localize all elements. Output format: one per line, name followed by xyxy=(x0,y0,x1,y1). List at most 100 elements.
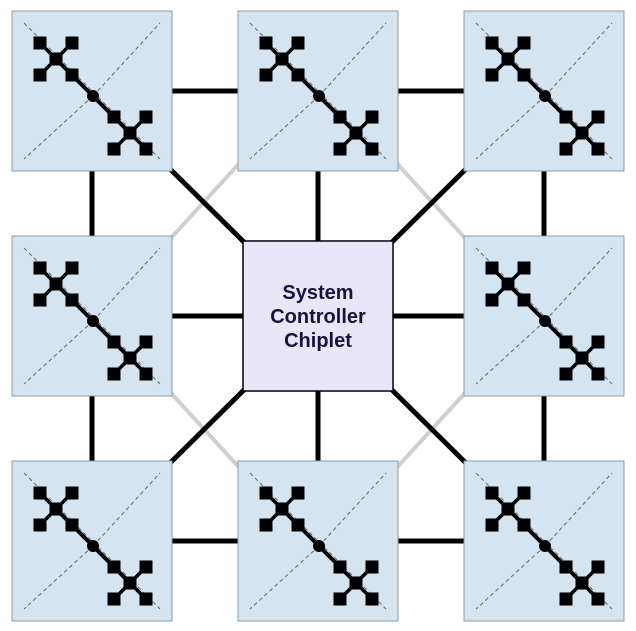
router-node xyxy=(559,367,573,381)
hub-node xyxy=(87,315,99,327)
hub-node xyxy=(87,90,99,102)
router-node xyxy=(123,126,137,140)
router-node xyxy=(485,293,499,307)
controller-label-line: Chiplet xyxy=(284,330,352,352)
router-node xyxy=(501,277,515,291)
internal-dashed-link xyxy=(318,22,387,97)
router-node xyxy=(591,367,605,381)
internal-dashed-link xyxy=(475,95,546,160)
hub-node xyxy=(313,540,325,552)
router-node xyxy=(65,68,79,82)
router-node xyxy=(365,560,379,574)
router-node xyxy=(333,142,347,156)
router-cluster-icon xyxy=(485,36,531,82)
internal-dashed-link xyxy=(475,320,546,385)
router-node xyxy=(259,68,273,82)
internal-dashed-link xyxy=(249,545,320,610)
hub-node xyxy=(313,90,325,102)
router-cluster-icon xyxy=(33,36,79,82)
hub-node xyxy=(539,540,551,552)
router-cluster-icon xyxy=(333,110,379,156)
router-cluster-icon xyxy=(485,486,531,532)
chiplet-top-right xyxy=(463,10,625,172)
router-node xyxy=(365,142,379,156)
router-node xyxy=(49,277,63,291)
router-node xyxy=(33,518,47,532)
router-node xyxy=(575,351,589,365)
router-node xyxy=(33,293,47,307)
router-node xyxy=(139,110,153,124)
router-node xyxy=(501,52,515,66)
router-node xyxy=(107,367,121,381)
router-cluster-icon xyxy=(107,335,153,381)
router-cluster-icon xyxy=(33,486,79,532)
router-node xyxy=(291,518,305,532)
controller-label-line: System xyxy=(282,282,353,304)
router-node xyxy=(291,36,305,50)
router-node xyxy=(33,486,47,500)
router-cluster-icon xyxy=(485,261,531,307)
internal-dashed-link xyxy=(23,545,94,610)
router-node xyxy=(65,486,79,500)
chiplet-top-left xyxy=(11,10,173,172)
black-link xyxy=(162,161,253,251)
router-node xyxy=(591,142,605,156)
controller-label-line: Controller xyxy=(270,306,366,328)
black-link xyxy=(162,381,253,471)
router-node xyxy=(139,592,153,606)
router-node xyxy=(517,68,531,82)
internal-dashed-link xyxy=(92,22,161,97)
router-node xyxy=(107,110,121,124)
chiplet-bottom-right xyxy=(463,460,625,622)
internal-dashed-link xyxy=(544,22,613,97)
hub-node xyxy=(539,90,551,102)
chiplet-top-middle xyxy=(237,10,399,172)
router-node xyxy=(123,576,137,590)
router-node xyxy=(291,486,305,500)
router-node xyxy=(501,502,515,516)
router-node xyxy=(107,560,121,574)
router-node xyxy=(591,592,605,606)
router-node xyxy=(559,110,573,124)
internal-dashed-link xyxy=(249,95,320,160)
router-cluster-icon xyxy=(333,560,379,606)
router-node xyxy=(123,351,137,365)
router-node xyxy=(33,68,47,82)
chiplet-bottom-middle xyxy=(237,460,399,622)
internal-dashed-link xyxy=(318,472,387,547)
router-node xyxy=(591,560,605,574)
hub-node xyxy=(87,540,99,552)
internal-dashed-link xyxy=(23,95,94,160)
black-link xyxy=(383,381,474,471)
router-node xyxy=(33,36,47,50)
router-node xyxy=(65,36,79,50)
router-node xyxy=(575,576,589,590)
internal-dashed-link xyxy=(23,320,94,385)
router-cluster-icon xyxy=(107,560,153,606)
router-node xyxy=(65,293,79,307)
router-node xyxy=(591,335,605,349)
router-node xyxy=(333,560,347,574)
router-node xyxy=(485,68,499,82)
router-node xyxy=(275,502,289,516)
router-node xyxy=(259,518,273,532)
router-node xyxy=(259,486,273,500)
router-cluster-icon xyxy=(559,560,605,606)
router-node xyxy=(559,560,573,574)
router-cluster-icon xyxy=(107,110,153,156)
router-node xyxy=(517,518,531,532)
router-cluster-icon xyxy=(259,36,305,82)
router-node xyxy=(65,518,79,532)
router-node xyxy=(259,36,273,50)
router-node xyxy=(349,126,363,140)
internal-dashed-link xyxy=(92,472,161,547)
internal-dashed-link xyxy=(544,247,613,322)
router-node xyxy=(291,68,305,82)
router-node xyxy=(139,335,153,349)
router-node xyxy=(485,261,499,275)
chiplet-middle-right xyxy=(463,235,625,397)
router-node xyxy=(139,560,153,574)
